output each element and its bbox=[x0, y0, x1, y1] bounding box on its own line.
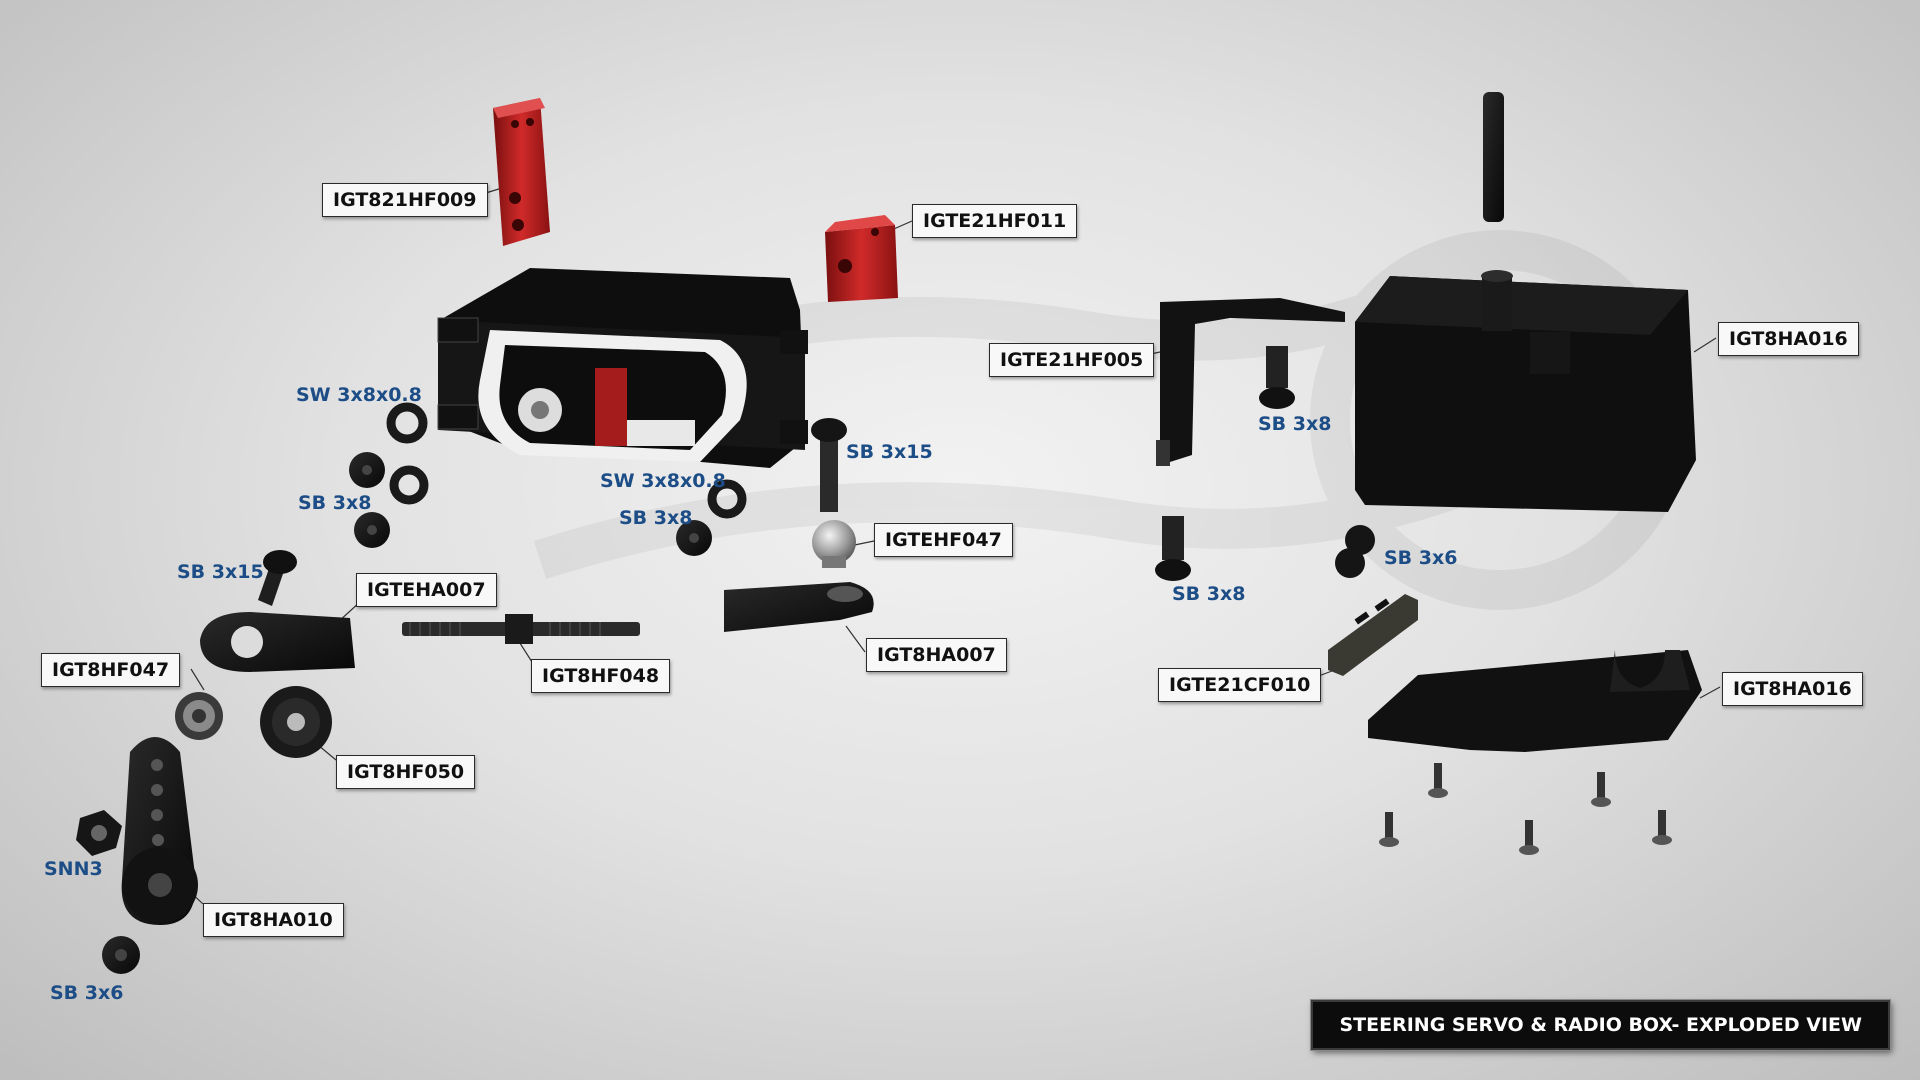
hardware-label-sb-3x15-left: SB 3x15 bbox=[177, 561, 264, 583]
hardware-label-sw-washer-right: SW 3x8x0.8 bbox=[600, 470, 726, 492]
button-screw-4 bbox=[1259, 346, 1295, 409]
servo-arm bbox=[121, 737, 198, 925]
rod-end-right bbox=[724, 582, 874, 632]
part-label-igte21hf011: IGTE21HF011 bbox=[912, 204, 1078, 238]
rod-end-left bbox=[200, 612, 355, 672]
part-label-igtehf047: IGTEHF047 bbox=[874, 523, 1013, 557]
aluminum-nut bbox=[175, 692, 223, 740]
part-label-igteha007: IGTEHA007 bbox=[356, 573, 497, 607]
part-label-igte21hf005: IGTE21HF005 bbox=[989, 343, 1155, 377]
radio-box-lower-plate bbox=[1368, 650, 1702, 752]
hardware-label-snn3: SNN3 bbox=[44, 858, 103, 880]
button-screw-2 bbox=[354, 512, 390, 548]
washer-1 bbox=[386, 402, 428, 444]
washer-2 bbox=[389, 465, 429, 505]
long-screw-angled bbox=[258, 550, 297, 606]
countersunk-screws bbox=[1379, 763, 1672, 855]
part-label-igt8ha016-box: IGT8HA016 bbox=[1718, 322, 1859, 356]
hardware-label-sb-3x6-bottom: SB 3x6 bbox=[50, 982, 124, 1004]
diagram-title: STEERING SERVO & RADIO BOX- EXPLODED VIE… bbox=[1310, 999, 1891, 1051]
hardware-label-sb-3x8-lower: SB 3x8 bbox=[1172, 583, 1246, 605]
red-mount-block-large bbox=[493, 98, 550, 246]
hardware-label-sb-3x8-center: SB 3x8 bbox=[619, 507, 693, 529]
washer-3 bbox=[707, 479, 747, 519]
nylon-nut bbox=[76, 810, 122, 856]
radio-box-bracket bbox=[1156, 298, 1345, 466]
steering-servo bbox=[437, 268, 808, 468]
button-screw-5 bbox=[1155, 516, 1191, 581]
hardware-label-sb-3x8-left: SB 3x8 bbox=[298, 492, 372, 514]
part-label-igt8ha007: IGT8HA007 bbox=[866, 638, 1007, 672]
part-label-igte21cf010: IGTE21CF010 bbox=[1158, 668, 1322, 702]
hardware-label-sw-washer-left: SW 3x8x0.8 bbox=[296, 384, 422, 406]
part-label-igt8hf050: IGT8HF050 bbox=[336, 755, 476, 789]
hardware-label-sb-3x6-right: SB 3x6 bbox=[1384, 547, 1458, 569]
threaded-rod bbox=[402, 614, 640, 644]
button-screw-bottom bbox=[102, 936, 140, 974]
hardware-label-sb-3x15-servo: SB 3x15 bbox=[846, 441, 933, 463]
ball-stud bbox=[812, 520, 856, 568]
part-label-igt8hf048: IGT8HF048 bbox=[531, 659, 671, 693]
part-label-igt8ha016-plate: IGT8HA016 bbox=[1722, 672, 1863, 706]
part-label-igt821hf009: IGT821HF009 bbox=[322, 183, 488, 217]
knurled-nut bbox=[260, 686, 332, 758]
red-mount-block-small bbox=[825, 215, 898, 302]
button-screw-1 bbox=[349, 452, 385, 488]
part-label-igt8ha010: IGT8HA010 bbox=[203, 903, 344, 937]
part-label-igt8hf047: IGT8HF047 bbox=[41, 653, 181, 687]
carbon-plate bbox=[1328, 594, 1418, 676]
long-screw-vertical bbox=[811, 418, 847, 512]
button-screw-6 bbox=[1335, 525, 1375, 578]
hardware-label-sb-3x8-bracket: SB 3x8 bbox=[1258, 413, 1332, 435]
antenna-tube bbox=[1483, 92, 1504, 222]
button-screw-3 bbox=[676, 520, 712, 556]
radio-box-upper bbox=[1355, 270, 1696, 512]
